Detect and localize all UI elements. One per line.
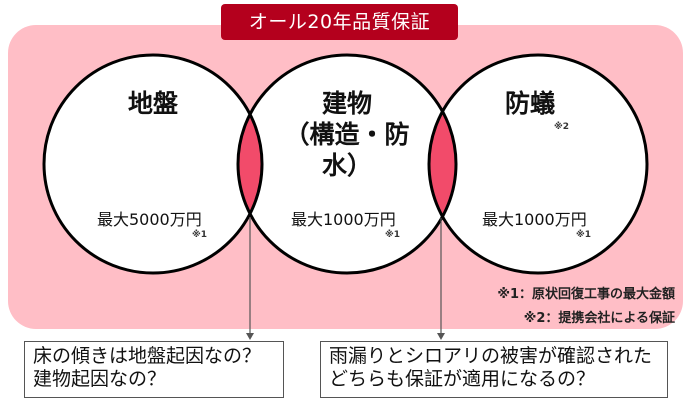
question-2-line1: 雨漏りとシロアリの被害が確認された [329, 345, 653, 367]
circle-ground [44, 55, 262, 273]
circle-termite-amount: 最大1000万円 [482, 210, 587, 229]
circle-ground-note: ※1 [192, 230, 208, 240]
arrow-left [246, 218, 254, 340]
circle-termite-note: ※2 [554, 122, 570, 132]
question-1-line2: 建物起因なの？ [33, 368, 167, 390]
circle-termite-title: 防蟻 [504, 89, 555, 118]
circle-termite-amount-note: ※1 [576, 230, 592, 240]
warranty-badge: オール20年品質保証 [221, 4, 458, 40]
arrow-right [437, 218, 445, 340]
circle-building-title-line1: 建物 [321, 89, 372, 118]
circle-termite [429, 55, 647, 273]
footnote-2: ※2：提携会社による保証 [523, 311, 675, 326]
circle-ground-title: 地盤 [127, 89, 178, 118]
circle-building [238, 55, 456, 273]
footnote-1: ※1：原状回復工事の最大金額 [497, 287, 675, 302]
circle-ground-amount: 最大5000万円 [97, 210, 202, 229]
circle-building-amount: 最大1000万円 [291, 210, 396, 229]
circle-building-title-line2: （構造・防水） [284, 120, 410, 180]
question-1-line1: 床の傾きは地盤起因なの？ [33, 345, 262, 367]
question-box-floor-tilt: 床の傾きは地盤起因なの？ 建物起因なの？ [24, 341, 284, 398]
question-2-line2: どちらも保証が適用になるの？ [329, 368, 596, 390]
circle-building-note: ※1 [385, 230, 401, 240]
circle-building-title: 建物 （構造・防水） [267, 88, 427, 181]
question-box-leak-termite: 雨漏りとシロアリの被害が確認された どちらも保証が適用になるの？ [320, 341, 668, 398]
